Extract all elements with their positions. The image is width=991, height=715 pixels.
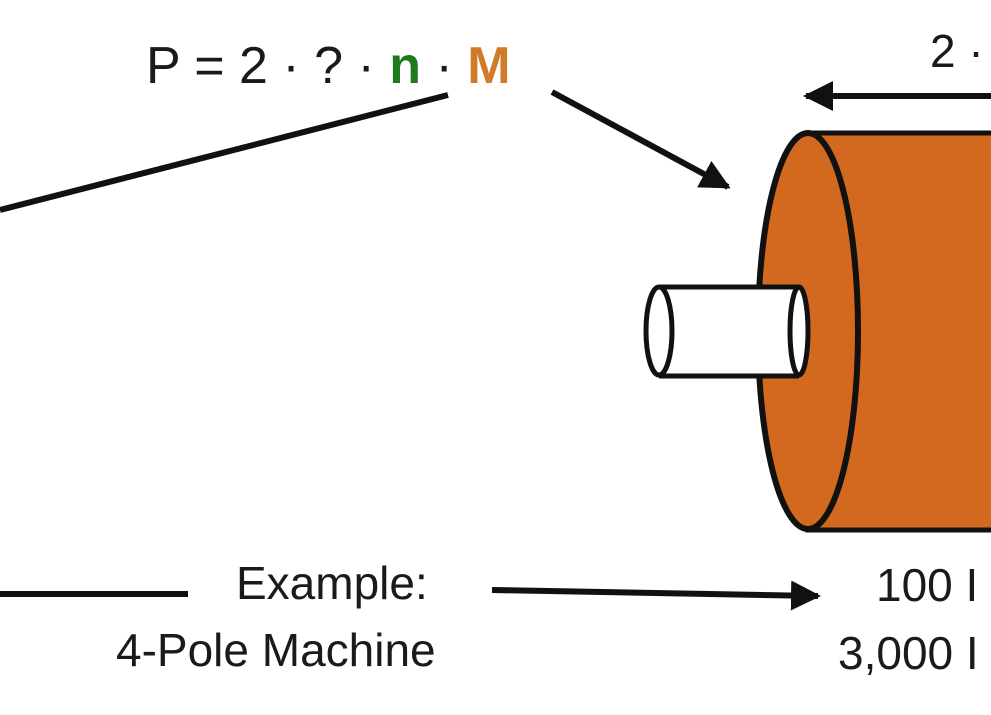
speed-symbol: n — [389, 37, 422, 95]
shaft-base-face — [787, 284, 811, 378]
formula-prefix: P = 2 · ? · — [146, 37, 375, 95]
shaft-body — [659, 287, 799, 376]
power-rating: 100 I — [876, 559, 979, 611]
torque-symbol: M — [467, 37, 511, 95]
shaft-end-face — [643, 284, 675, 378]
formula-separator: · — [435, 37, 453, 95]
power-formula: P = 2 · ? · n · M — [146, 40, 511, 92]
machine-label: 4-Pole Machine — [116, 624, 436, 676]
example-label: Example: — [236, 557, 428, 609]
top-dimension-label: 2 · — [930, 25, 984, 77]
speed-rating: 3,000 I — [838, 627, 979, 679]
example-arrow — [491, 580, 821, 611]
motor-shaft — [643, 284, 811, 379]
speed-connector-line — [0, 92, 449, 213]
torque-arrow — [550, 89, 731, 190]
